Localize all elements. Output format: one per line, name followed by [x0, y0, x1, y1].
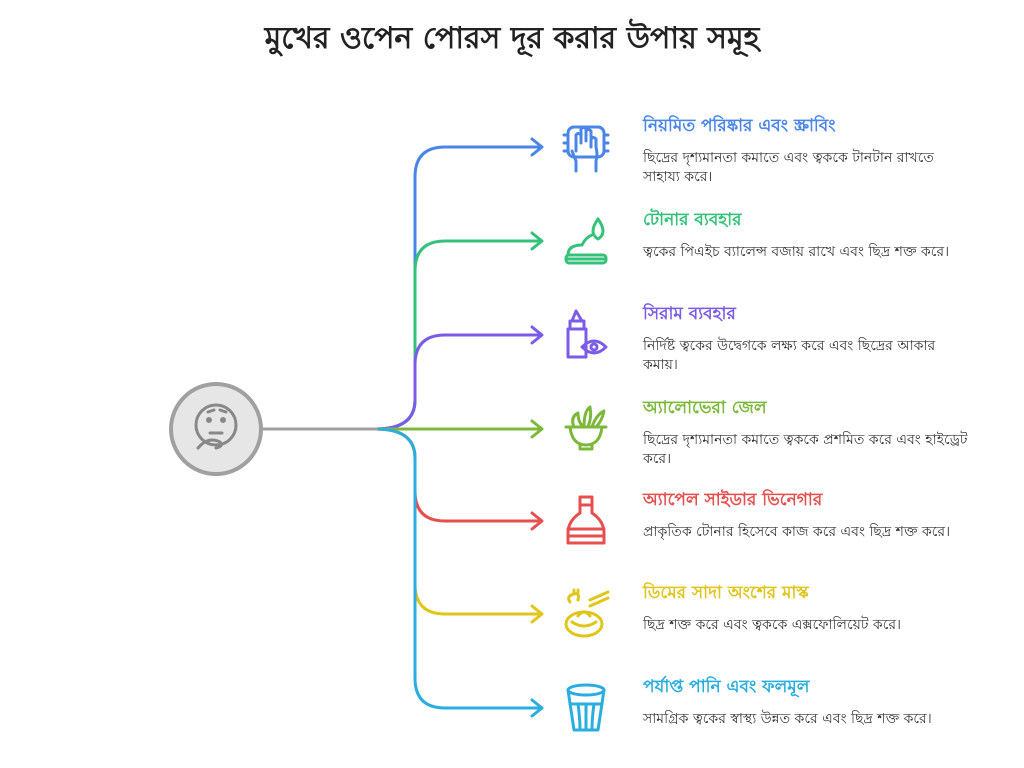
- arrow-head-icon: [530, 231, 544, 251]
- item-title: অ্যালোভেরা জেল: [643, 398, 767, 418]
- list-item: ডিমের সাদা অংশের মাস্ক ছিদ্র শক্ত করে এবং…: [643, 582, 973, 635]
- list-item: অ্যালোভেরা জেল ছিদ্রের দৃশ্যমানতা কমাতে ত…: [643, 397, 973, 469]
- branch-connector: [375, 427, 540, 523]
- center-node: [169, 382, 378, 476]
- item-description: ছিদ্র শক্ত করে এবং ত্বককে এক্সফোলিয়েট ক…: [643, 617, 902, 633]
- vinegar-bottle-icon: [566, 495, 606, 545]
- item-description: ত্বকের পিএইচ ব্যালেন্স বজায় রাখে এবং ছি…: [643, 244, 950, 260]
- item-description: নির্দিষ্ট ত্বকের উদ্বেগকে লক্ষ্য করে এবং…: [643, 338, 936, 373]
- branch-connector: [375, 145, 540, 431]
- arrow-head-icon: [530, 137, 544, 157]
- arrow-head-icon: [530, 419, 544, 439]
- arrow-head-icon: [530, 604, 544, 624]
- serum-bottle-eye-icon: [566, 309, 608, 359]
- list-item: পর্যাপ্ত পানি এবং ফলমূল সামগ্রিক ত্বকের স…: [643, 676, 973, 729]
- egg-mask-icon: [564, 588, 610, 638]
- item-title: পর্যাপ্ত পানি এবং ফলমূল: [643, 677, 810, 697]
- branch-connector: [375, 427, 540, 710]
- item-title: ডিমের সাদা অংশের মাস্ক: [643, 583, 809, 603]
- branch-connector: [375, 333, 540, 431]
- thinking-face-icon: [194, 403, 238, 450]
- diagram-title: মুখের ওপেন পোরস দূর করার উপায় সমূহ: [264, 21, 760, 56]
- item-description: প্রাকৃতিক টোনার হিসেবে কাজ করে এবং ছিদ্র…: [643, 524, 951, 540]
- item-description: সামগ্রিক ত্বকের স্বাস্থ্য উন্নত করে এবং …: [643, 711, 932, 727]
- cream-drop-icon: [564, 217, 608, 265]
- item-title: নিয়মিত পরিষ্কার এবং স্ক্রাবিং: [643, 116, 836, 136]
- list-item: অ্যাপেল সাইডার ভিনেগার প্রাকৃতিক টোনার হি…: [643, 489, 973, 542]
- item-description: ছিদ্রের দৃশ্যমানতা কমাতে ত্বককে প্রশমিত …: [643, 432, 968, 467]
- item-title: টোনার ব্যবহার: [643, 210, 742, 230]
- arrow-head-icon: [530, 511, 544, 531]
- hand-scrub-icon: [562, 125, 610, 173]
- item-title: সিরাম ব্যবহার: [643, 304, 736, 324]
- list-item: নিয়মিত পরিষ্কার এবং স্ক্রাবিং ছিদ্রের দৃ…: [643, 115, 973, 187]
- list-item: টোনার ব্যবহার ত্বকের পিএইচ ব্যালেন্স বজায…: [643, 209, 973, 262]
- list-item: সিরাম ব্যবহার নির্দিষ্ট ত্বকের উদ্বেগকে ল…: [643, 303, 973, 375]
- aloe-bowl-icon: [564, 405, 608, 451]
- item-title: অ্যাপেল সাইডার ভিনেগার: [643, 490, 823, 510]
- arrow-head-icon: [530, 325, 544, 345]
- item-description: ছিদ্রের দৃশ্যমানতা কমাতে এবং ত্বককে টানট…: [643, 150, 934, 185]
- arrow-head-icon: [530, 698, 544, 718]
- water-glass-icon: [566, 683, 606, 732]
